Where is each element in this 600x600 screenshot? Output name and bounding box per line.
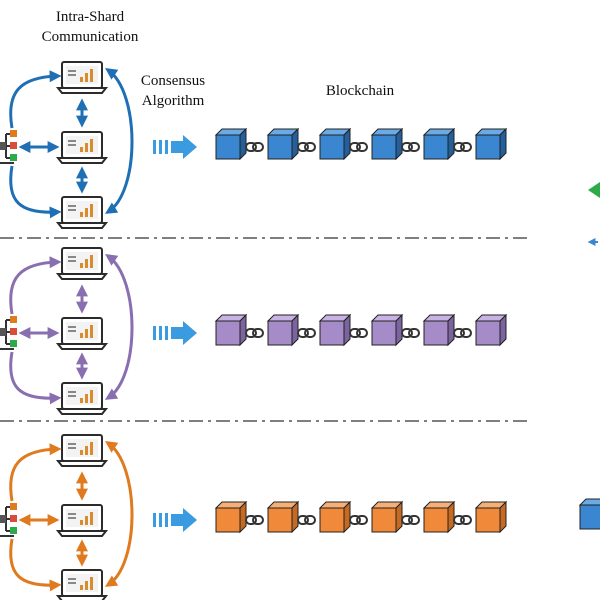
- chain-link-icon: [245, 142, 264, 152]
- chain-link-icon: [453, 328, 472, 338]
- chain-link-icon: [349, 142, 368, 152]
- arrow-hub-bottom: [9, 538, 62, 592]
- block-cube-icon: [318, 500, 352, 534]
- network-hub-icon: [0, 503, 17, 537]
- block-cube-icon: [422, 313, 456, 347]
- laptop-icon: [55, 317, 109, 350]
- flow-arrow-icon: [153, 508, 197, 532]
- block-cube-icon: [214, 313, 248, 347]
- edge-arrow-green: [588, 182, 600, 198]
- block-cube-icon: [214, 127, 248, 161]
- blockchain-label: Blockchain: [325, 83, 395, 99]
- arrow-hub-top: [9, 70, 62, 129]
- chain-link-icon: [297, 142, 316, 152]
- network-hub-icon: [0, 316, 17, 350]
- block-cube-icon: [578, 498, 600, 530]
- arrow-hub-top: [9, 256, 62, 315]
- consensus-label-line2: Algorithm: [141, 93, 205, 109]
- block-cube-icon: [266, 500, 300, 534]
- chain-link-icon: [401, 328, 420, 338]
- network-hub-icon: [0, 130, 17, 164]
- chain-link-icon: [245, 515, 264, 525]
- laptop-icon: [55, 247, 109, 280]
- arrow-hub-bottom: [9, 165, 62, 219]
- arrow-hub-top: [9, 443, 62, 502]
- chain-link-icon: [401, 142, 420, 152]
- block-cube-icon: [474, 313, 508, 347]
- block-cube-icon: [422, 500, 456, 534]
- block-cube-icon: [214, 500, 248, 534]
- chain-link-icon: [349, 515, 368, 525]
- chain-link-icon: [453, 142, 472, 152]
- block-cube-icon: [266, 313, 300, 347]
- block-cube-icon: [318, 313, 352, 347]
- laptop-icon: [55, 196, 109, 229]
- block-cube-icon: [474, 127, 508, 161]
- shard-group-2: [0, 247, 508, 415]
- laptop-icon: [55, 61, 109, 94]
- arrow-hub-bottom: [9, 351, 62, 405]
- chain-link-icon: [297, 328, 316, 338]
- arrow-consensus-loop: [104, 253, 134, 400]
- laptop-icon: [55, 434, 109, 467]
- chain-link-icon: [401, 515, 420, 525]
- shard-group-1: [0, 61, 508, 229]
- laptop-icon: [55, 131, 109, 164]
- laptop-icon: [55, 504, 109, 537]
- intra-shard-label-line1: Intra-Shard: [55, 9, 125, 25]
- consensus-label-line1: Consensus: [140, 73, 206, 89]
- shard-group-3: [0, 434, 508, 600]
- block-cube-icon: [422, 127, 456, 161]
- intra-shard-label-line2: Communication: [41, 29, 139, 45]
- block-cube-icon: [370, 127, 404, 161]
- chain-link-icon: [349, 328, 368, 338]
- block-cube-icon: [474, 500, 508, 534]
- block-cube-icon: [266, 127, 300, 161]
- laptop-icon: [55, 382, 109, 415]
- chain-link-icon: [453, 515, 472, 525]
- block-cube-icon: [370, 313, 404, 347]
- arrow-consensus-loop: [104, 440, 134, 587]
- flow-arrow-icon: [153, 321, 197, 345]
- arrow-consensus-loop: [104, 67, 134, 214]
- flow-arrow-icon: [153, 135, 197, 159]
- block-cube-icon: [318, 127, 352, 161]
- laptop-icon: [55, 569, 109, 600]
- block-cube-icon: [370, 500, 404, 534]
- chain-link-icon: [245, 328, 264, 338]
- chain-link-icon: [297, 515, 316, 525]
